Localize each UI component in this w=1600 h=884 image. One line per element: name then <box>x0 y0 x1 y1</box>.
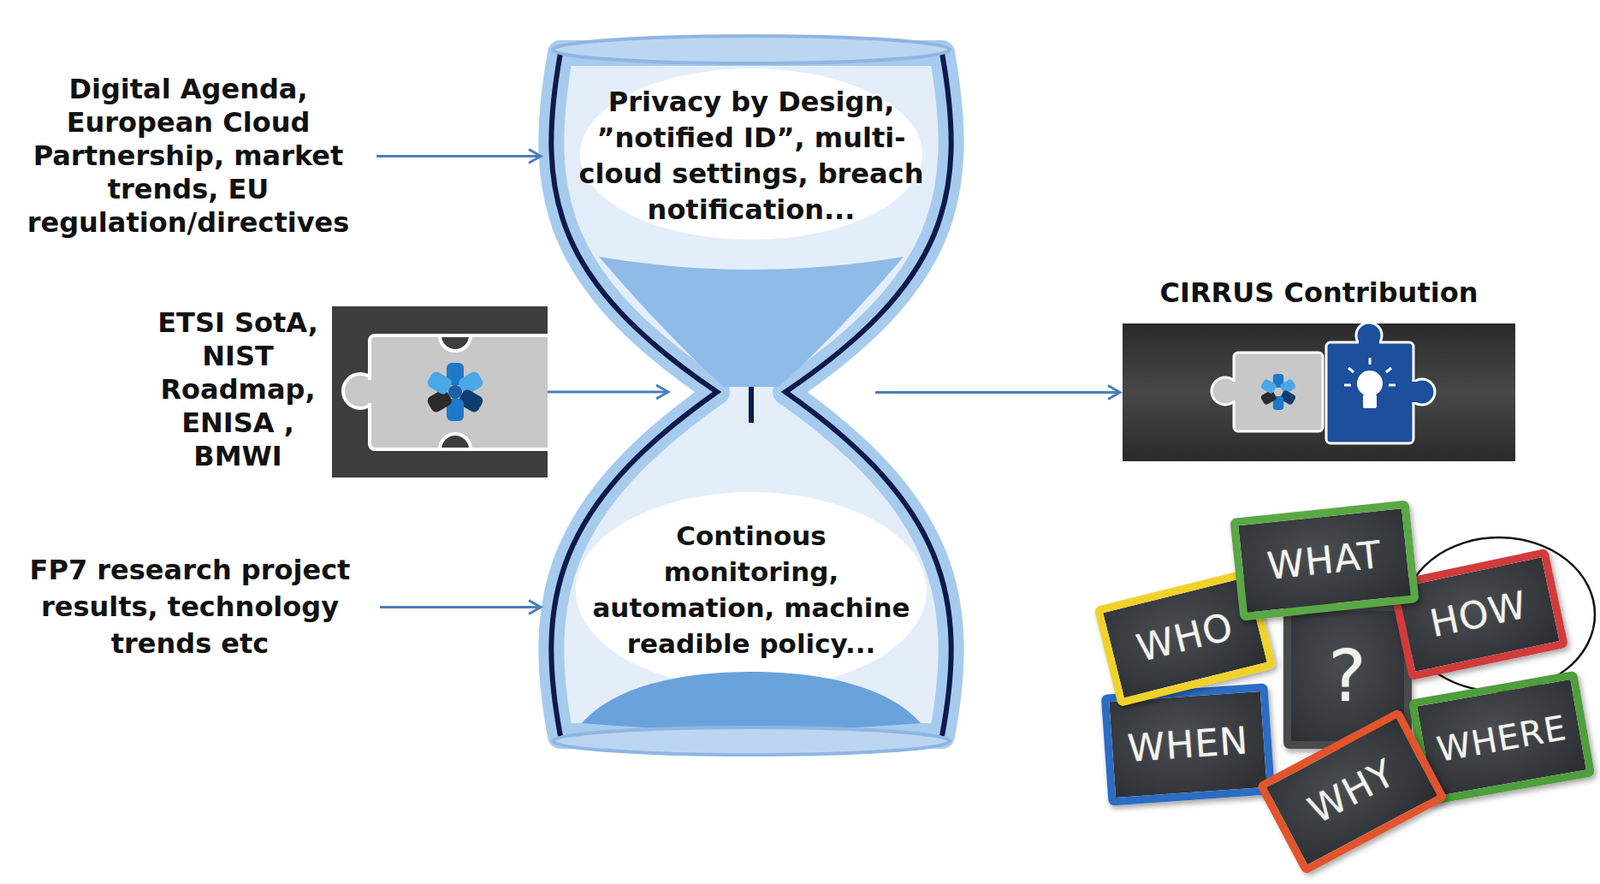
bulb-ray <box>1388 384 1396 387</box>
bulb-ray <box>1348 367 1354 373</box>
slate-word: WHAT <box>1265 533 1384 587</box>
label-text: Digital Agenda, European Cloud Partnersh… <box>1 72 375 240</box>
input-text-block: ETSI SotA, NIST Roadmap, ENISA , BMWI <box>147 306 329 474</box>
label-text: FP7 research project results, technology… <box>1 551 379 663</box>
contribution-image <box>1122 322 1516 462</box>
puzzle-image <box>331 306 567 478</box>
hourglass-text: Continous monitoring, automation, machin… <box>586 517 917 662</box>
glass-glow <box>551 53 951 736</box>
hourglass-illustration <box>551 35 951 755</box>
puzzle-knob <box>1409 379 1435 405</box>
image-ground <box>1122 323 1516 462</box>
flow-arrow <box>547 391 669 394</box>
slate-word: ? <box>1327 636 1368 716</box>
sand-stream <box>748 386 754 423</box>
flow-arrow <box>875 391 1120 394</box>
chalkboard-slate: WHAT <box>1229 499 1419 621</box>
flower-logo <box>1260 373 1298 410</box>
slate-word: WHY <box>1302 752 1403 832</box>
image-panel: ETSI SotA, NIST Roadmap, ENISA , BMWI <box>331 306 548 478</box>
flow-arrow <box>379 605 541 609</box>
lightbulb-icon <box>1344 357 1396 409</box>
slate-word: WHEN <box>1125 719 1250 770</box>
bulb-ray <box>1386 367 1392 373</box>
puzzle-body <box>1326 342 1414 444</box>
input-text-block: Digital Agenda, European Cloud Partnersh… <box>1 72 375 240</box>
bulb-base <box>1362 394 1377 409</box>
puzzle-seam <box>1410 381 1417 403</box>
puzzle-notch <box>439 335 471 351</box>
hourglass-cap <box>552 35 950 64</box>
logo-center <box>448 385 463 399</box>
bulb-glass <box>1357 370 1383 397</box>
puzzle-seam <box>1231 381 1239 401</box>
hourglass: Privacy by Design, ”notified ID”, multi-… <box>540 41 962 752</box>
input-text-block: FP7 research project results, technology… <box>1 551 379 663</box>
puzzle-knob <box>1356 322 1382 349</box>
puzzle-notch <box>439 433 471 450</box>
bulb-ray <box>1368 357 1372 365</box>
flow-arrow <box>376 154 541 158</box>
puzzle-piece <box>343 335 548 450</box>
hourglass-cap <box>552 727 950 755</box>
hourglass-text: Privacy by Design, ”notified ID”, multi-… <box>575 83 927 228</box>
slate-word: HOW <box>1426 583 1531 645</box>
image-panel: CIRRUS Contribution <box>1122 323 1516 462</box>
slate-word: WHERE <box>1434 707 1570 768</box>
bottom-sand <box>581 671 921 731</box>
top-sand <box>598 256 904 387</box>
puzzle-body <box>1233 352 1323 432</box>
panel-heading: CIRRUS Contribution <box>1122 275 1516 310</box>
puzzle-seam <box>366 379 375 403</box>
flower-logo <box>426 362 486 421</box>
glass-highlight <box>575 491 927 689</box>
logo-petal <box>1260 378 1278 395</box>
puzzle-body <box>369 335 548 450</box>
glass-outline <box>551 53 951 736</box>
puzzle-seam <box>1358 339 1380 347</box>
bulb-ray <box>1344 384 1352 387</box>
slate-word: WHO <box>1132 605 1239 670</box>
